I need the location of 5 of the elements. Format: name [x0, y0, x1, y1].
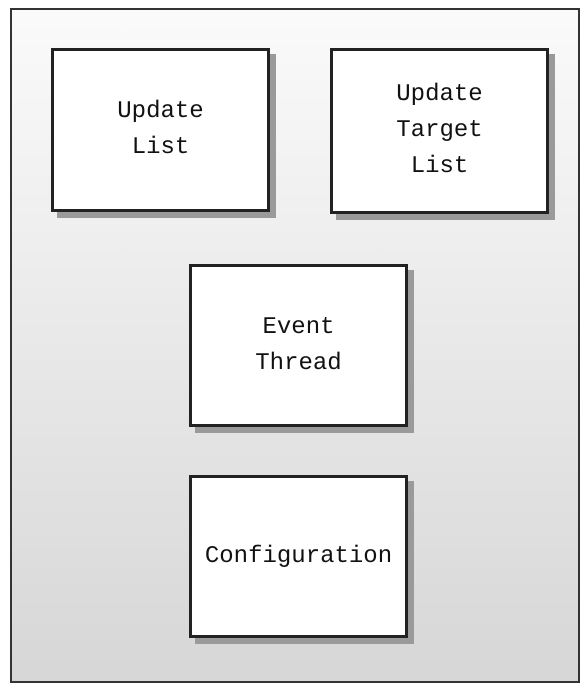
container-panel — [10, 8, 580, 683]
box-label: Configuration — [204, 542, 392, 572]
box-label: Update List — [116, 97, 205, 163]
box-label: Update Target List — [395, 80, 484, 182]
box-label: Event Thread — [254, 312, 343, 378]
